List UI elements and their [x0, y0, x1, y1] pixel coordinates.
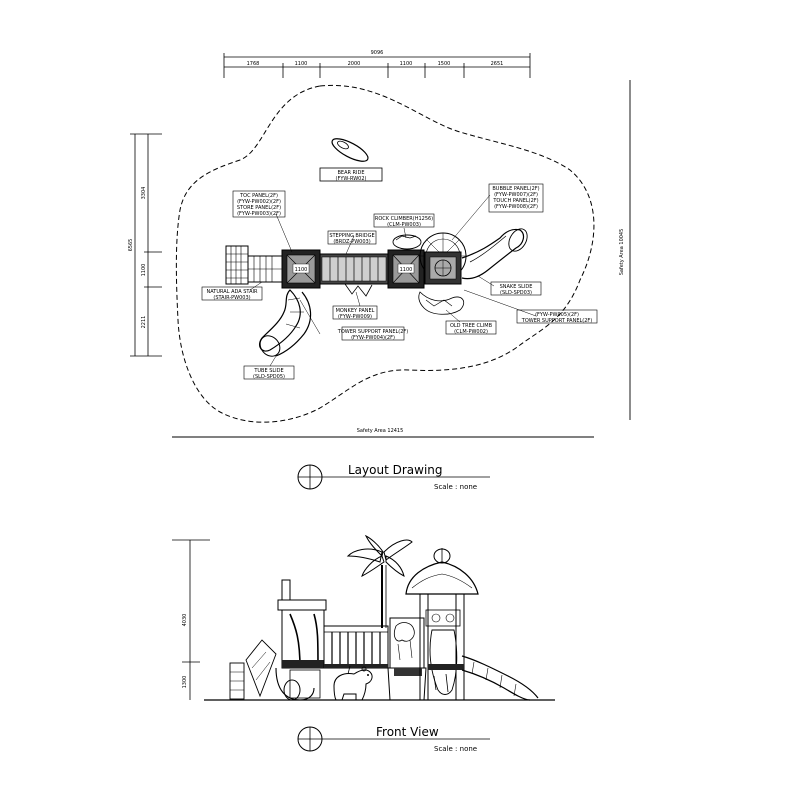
- front-bridge-railing: [323, 625, 389, 669]
- safety-area-outline: [175, 84, 595, 423]
- callout-leaders: [249, 194, 537, 367]
- stepping-bridge-symbol: [319, 253, 389, 297]
- toc-panel-label-3: STORE PANEL(2F): [237, 205, 281, 211]
- rock-climber-callout: ROCK CLIMBER(H1256) (CLM-PW003): [373, 213, 435, 228]
- ada-stair-label-2: (STAIR-PW003): [213, 295, 250, 301]
- snake-slide-symbol: [461, 228, 528, 280]
- toc-panel-label-2: (FYW-PW002)(2F): [237, 199, 281, 205]
- snake-slide-label-2: (SLD-SPD03): [500, 290, 532, 296]
- natural-ada-stair-symbol: [225, 245, 283, 285]
- toc-panel-label-1: TOC PANEL(2F): [239, 193, 278, 199]
- bear-ride-label-1: BEAR RIDE: [337, 170, 364, 176]
- front-view-title: Front View: [376, 725, 439, 739]
- top-dimension-chain: 9096 1768 1100 2000 1100 1500 2651: [223, 50, 531, 78]
- fyw-pw005-label: (FYW-PW005)(2F): [535, 312, 579, 318]
- front-left-tower: [275, 579, 327, 701]
- rock-climber-label-2: (CLM-PW003): [387, 222, 421, 228]
- tube-slide-label-2: (SLD-SPD05): [253, 374, 285, 380]
- stepping-bridge-label-2: (BRDZ-PW003): [333, 239, 370, 245]
- layout-drawing: 9096 1768 1100 2000 1100 1500 2651 6565 …: [128, 50, 631, 491]
- stepping-bridge-callout: STEPPING BRIDGE (BRDZ-PW003): [327, 230, 377, 245]
- tower-support-right-label: TOWER SUPPORT PANEL(2F): [521, 318, 593, 324]
- bubble-panel-label-2: (FYW-PW007)(2F): [494, 192, 538, 198]
- layout-drawing-title: Layout Drawing: [348, 463, 443, 477]
- safety-area-right-label: Safety Area 10045: [619, 229, 625, 276]
- old-tree-label-1: OLD TREE CLIMB: [450, 323, 493, 329]
- bear-ride-symbol: BEAR RIDE (FYW-RW02): [319, 138, 383, 182]
- front-left-stair: [229, 639, 277, 700]
- front-view: 4030 1300: [172, 534, 555, 753]
- front-mushroom-tower: [405, 548, 479, 701]
- front-height-platform: 1300: [182, 676, 188, 689]
- tube-slide-label-1: TUBE SLIDE: [253, 368, 283, 374]
- old-tree-climb-symbol: [418, 291, 465, 315]
- tower-support-left-label-2: (FYW-PW004)(2F): [351, 335, 395, 341]
- tower-support-left-callout: TOWER SUPPORT PANEL(2F) (FYW-PW004)(2F): [337, 326, 409, 341]
- front-palm-tree: [346, 534, 413, 628]
- monkey-panel-callout: MONKEY PANEL (FYW-PW009): [332, 305, 378, 320]
- front-height-total: 4030: [182, 614, 188, 627]
- tube-slide-symbol: [258, 289, 312, 357]
- left-dimension-chain: 6565 3304 1100 2211: [128, 133, 162, 357]
- left-tower-platform: 1100: [281, 249, 321, 289]
- old-tree-label-2: (CLM-PW002): [454, 329, 488, 335]
- width-segment-4: 1100: [400, 61, 413, 67]
- snake-slide-callout: SNAKE SLIDE (SLD-SPD03): [490, 281, 542, 296]
- width-segment-5: 1500: [438, 61, 451, 67]
- stepping-bridge-label-1: STEPPING BRIDGE: [329, 233, 374, 239]
- tower-support-right-callout: (FYW-PW005)(2F) TOWER SUPPORT PANEL(2F): [516, 309, 598, 324]
- layout-title-block: Layout Drawing Scale : none: [297, 463, 490, 491]
- front-bear-ride: [333, 665, 373, 701]
- old-tree-climb-callout: OLD TREE CLIMB (CLM-PW002): [445, 320, 497, 335]
- width-segment-2: 1100: [295, 61, 308, 67]
- depth-segment-2: 1100: [141, 264, 147, 277]
- monkey-panel-label-2: (FYW-PW009): [338, 314, 372, 320]
- width-segment-1: 1768: [247, 61, 260, 67]
- overall-depth-dimension: 6565: [128, 239, 134, 252]
- bubble-panel-label-4: (FYW-PW008)(2F): [494, 204, 538, 210]
- layout-drawing-scale: Scale : none: [434, 483, 477, 491]
- width-segment-6: 2651: [491, 61, 504, 67]
- front-view-scale: Scale : none: [434, 745, 477, 753]
- width-segment-3: 2000: [348, 61, 361, 67]
- safety-area-bottom-label: Safety Area 12415: [357, 428, 404, 434]
- left-platform-tag: 1100: [295, 267, 308, 273]
- bear-ride-label-2: (FYW-RW02): [336, 176, 367, 182]
- right-tower-platform: 1100: [387, 249, 425, 289]
- ada-stair-label-1: NATURAL ADA STAIR: [207, 289, 258, 295]
- tower-support-left-label-1: TOWER SUPPORT PANEL(2F): [337, 329, 409, 335]
- natural-ada-stair-callout: NATURAL ADA STAIR (STAIR-PW003): [201, 286, 263, 301]
- bubble-panel-label-3: TOUCH PANEL(2F): [492, 198, 538, 204]
- snake-slide-label-1: SNAKE SLIDE: [500, 284, 533, 290]
- bubble-panel-label-1: BUBBLE PANEL(2F): [492, 186, 539, 192]
- front-snake-slide: [461, 655, 539, 701]
- tube-slide-callout: TUBE SLIDE (SLD-SPD05): [243, 365, 295, 380]
- rock-climber-symbol: [392, 234, 422, 250]
- hex-roof-tower: [419, 232, 467, 285]
- overall-width-dimension: 9096: [371, 50, 384, 56]
- right-platform-tag: 1100: [400, 267, 413, 273]
- toc-panel-callout: TOC PANEL(2F) (FYW-PW002)(2F) STORE PANE…: [232, 190, 286, 218]
- bubble-panel-callout: BUBBLE PANEL(2F) (FYW-PW007)(2F) TOUCH P…: [488, 183, 544, 213]
- front-title-block: Front View Scale : none: [297, 725, 490, 753]
- monkey-panel-label-1: MONKEY PANEL: [336, 308, 375, 314]
- depth-segment-3: 2211: [141, 316, 147, 329]
- rock-climber-label-1: ROCK CLIMBER(H1256): [375, 216, 433, 222]
- depth-segment-1: 3304: [141, 187, 147, 200]
- toc-panel-label-4: (FYW-PW003)(2F): [237, 211, 281, 217]
